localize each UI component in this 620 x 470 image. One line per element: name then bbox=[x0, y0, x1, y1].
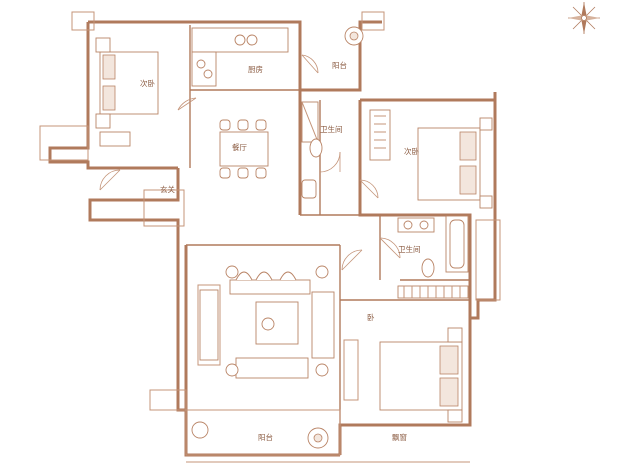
balcony-rails bbox=[39, 11, 501, 463]
compass-rose-icon bbox=[568, 2, 600, 34]
label-kitchen: 厨房 bbox=[248, 64, 263, 74]
wardrobe-ne bbox=[369, 109, 391, 161]
bathroom-2-fixtures bbox=[397, 215, 469, 278]
label-bedroom-ne: 次卧 bbox=[404, 146, 419, 156]
living-room-furniture bbox=[199, 265, 335, 379]
master-wardrobe bbox=[397, 285, 469, 299]
dining-table bbox=[219, 119, 269, 179]
vanity bbox=[397, 217, 435, 233]
tv-cabinet bbox=[199, 289, 219, 361]
balcony-north-plant bbox=[344, 26, 364, 46]
wardrobe-nw bbox=[99, 131, 131, 147]
kitchen-furniture bbox=[191, 27, 289, 87]
label-bay-window: 飘窗 bbox=[392, 432, 407, 442]
label-balcony-north: 阳台 bbox=[332, 60, 347, 70]
sofa-front bbox=[235, 357, 309, 379]
bedroom-ne-furniture bbox=[369, 109, 493, 209]
stove bbox=[196, 59, 206, 69]
inner-walls bbox=[186, 25, 470, 425]
label-bedroom-nw: 次卧 bbox=[140, 78, 155, 88]
basin-1 bbox=[301, 179, 317, 199]
sink bbox=[234, 34, 246, 46]
toilet-1 bbox=[309, 138, 323, 158]
balcony-south-plants bbox=[191, 421, 329, 449]
bathroom-1-fixtures bbox=[301, 101, 323, 199]
label-bathroom-1: 卫生间 bbox=[320, 124, 343, 134]
doors bbox=[99, 54, 401, 271]
label-balcony-south: 阳台 bbox=[258, 432, 273, 442]
label-dining: 餐厅 bbox=[232, 143, 247, 152]
toilet-2 bbox=[421, 258, 435, 278]
bedroom-nw-furniture bbox=[95, 37, 159, 147]
sofa-side bbox=[311, 291, 335, 359]
master-bedroom-furniture bbox=[379, 327, 463, 423]
label-master-bedroom: 卧 bbox=[367, 313, 375, 322]
label-bathroom-2: 卫生间 bbox=[398, 244, 421, 254]
sofa-back bbox=[229, 279, 311, 295]
label-entrance: 玄关 bbox=[160, 184, 175, 194]
